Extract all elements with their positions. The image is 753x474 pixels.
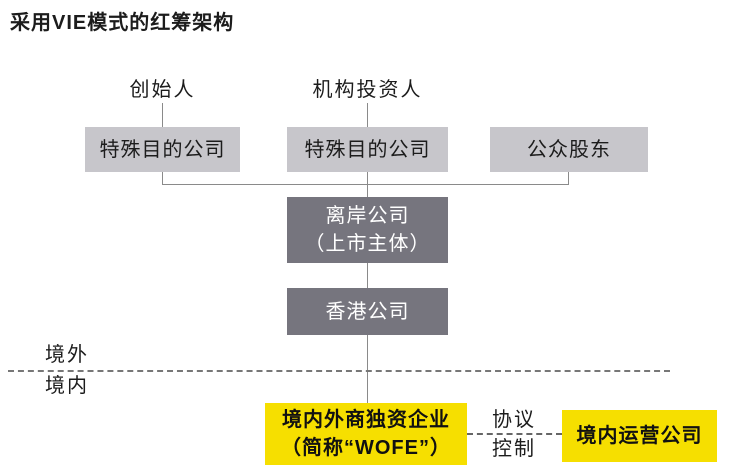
box-spv-founder: 特殊目的公司 xyxy=(85,127,240,172)
box-hk-company-label: 香港公司 xyxy=(325,300,410,323)
box-operating-company: 境内运营公司 xyxy=(562,410,717,462)
box-public-shareholders: 公众股东 xyxy=(490,127,648,172)
connector-spv1-down xyxy=(162,172,163,184)
connector-offshore-to-hk xyxy=(367,263,368,288)
connector-investor-to-spv2 xyxy=(367,103,368,127)
label-onshore: 境内 xyxy=(45,375,89,397)
connector-founder-to-spv1 xyxy=(162,103,163,127)
connector-spv2-to-offshore xyxy=(367,172,368,197)
box-public-shareholders-label: 公众股东 xyxy=(527,138,611,161)
label-founder: 创始人 xyxy=(129,79,196,101)
label-offshore: 境外 xyxy=(45,344,89,366)
box-hk-company: 香港公司 xyxy=(287,288,448,335)
box-wofe-line1: 境内外商独资企业 xyxy=(282,409,450,431)
box-offshore-company-line2: （上市主体） xyxy=(304,233,431,255)
border-dashed-line xyxy=(8,370,670,372)
box-spv-investor-label: 特殊目的公司 xyxy=(304,138,431,161)
connector-hk-to-wofe xyxy=(367,335,368,403)
box-offshore-company: 离岸公司 （上市主体） xyxy=(287,197,448,263)
box-wofe: 境内外商独资企业 （简称“WOFE”） xyxy=(265,403,467,465)
connector-agreement-dashed xyxy=(467,433,562,435)
label-institutional-investor: 机构投资人 xyxy=(312,79,423,101)
box-offshore-company-line1: 离岸公司 xyxy=(325,205,410,227)
box-spv-founder-label: 特殊目的公司 xyxy=(99,138,226,161)
connector-public-down xyxy=(568,172,569,184)
diagram-title: 采用VIE模式的红筹架构 xyxy=(10,12,235,34)
box-wofe-line2: （简称“WOFE”） xyxy=(281,437,451,459)
connector-horizontal xyxy=(162,184,569,185)
label-control: 控制 xyxy=(492,438,536,460)
box-spv-investor: 特殊目的公司 xyxy=(287,127,448,172)
box-operating-company-label: 境内运营公司 xyxy=(576,425,703,447)
label-agreement: 协议 xyxy=(492,409,536,431)
